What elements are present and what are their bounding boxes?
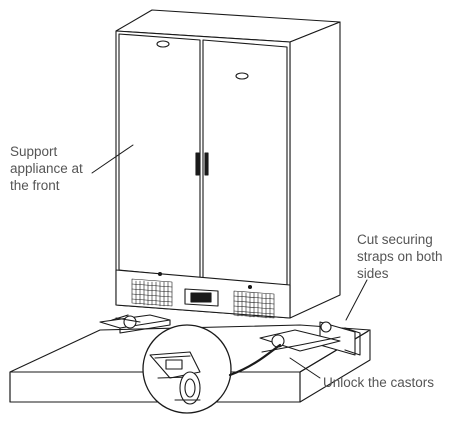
vent-left: [131, 278, 173, 307]
callout-support-appliance: Support appliance at the front: [10, 144, 83, 193]
left-door-logo: [156, 40, 170, 48]
leader-lines: [91, 144, 368, 379]
right-door: [202, 39, 288, 286]
right-door-logo: [235, 72, 249, 80]
leader-straps: [345, 279, 368, 321]
callout-unlock-castors: Unlock the castors: [323, 375, 435, 390]
vent-right: [233, 290, 275, 319]
left-door: [118, 33, 201, 279]
callout-cut-straps: Cut securing straps on both sides: [357, 232, 443, 281]
left-door-handle: [195, 152, 200, 176]
castors: [123, 315, 332, 348]
right-door-handle: [204, 152, 209, 176]
plinth: [115, 269, 291, 319]
leader-support: [91, 144, 134, 174]
castor-detail-zoom: [142, 324, 232, 414]
zoom-connector: [228, 343, 282, 377]
control-panel: [184, 288, 219, 307]
leader-castors: [289, 357, 321, 379]
